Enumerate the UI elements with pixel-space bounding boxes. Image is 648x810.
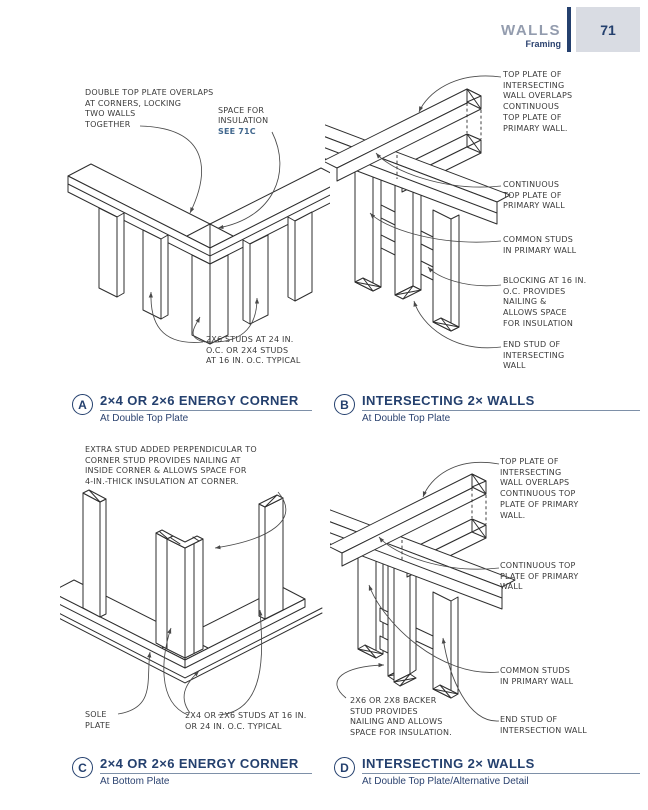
annotation-blocking: BLOCKING AT 16 IN. O.C. PROVIDES NAILING… xyxy=(503,276,587,328)
corner-studs xyxy=(98,207,313,345)
annotation-end-stud: END STUD OF INTERSECTING WALL xyxy=(503,340,565,371)
intersecting-walls-top-plate-diagram xyxy=(325,75,511,349)
energy-corner-bottom-plate-diagram xyxy=(60,489,323,716)
page-number-box: 71 xyxy=(576,7,640,52)
leader-lines xyxy=(139,125,281,343)
detail-letter-badge: A xyxy=(72,394,93,415)
panel-b: TOP PLATE OF INTERSECTING WALL OVERLAPS … xyxy=(325,55,648,395)
page-header: WALLS Framing 71 xyxy=(501,7,640,52)
intersecting-wall-cap-plate xyxy=(325,88,482,182)
panel-c: EXTRA STUD ADDED PERPENDICULAR TO CORNER… xyxy=(60,440,330,750)
annotation-double-top-plate: DOUBLE TOP PLATE OVERLAPS AT CORNERS, LO… xyxy=(85,88,214,130)
annotation-sole-plate: SOLE PLATE xyxy=(85,710,111,730)
detail-subtitle-text: At Double Top Plate xyxy=(362,413,451,424)
header-divider-bar xyxy=(567,7,571,52)
annotation-backer-stud: 2X6 OR 2X8 BACKER STUD PROVIDES NAILING … xyxy=(350,696,452,738)
panel-d: TOP PLATE OF INTERSECTING WALL OVERLAPS … xyxy=(330,440,648,750)
leader-lines xyxy=(117,491,287,716)
annotation-top-plate-overlap: TOP PLATE OF INTERSECTING WALL OVERLAPS … xyxy=(503,70,573,133)
detail-title-text: INTERSECTING 2× WALLS xyxy=(362,393,640,411)
annotation-studs-spacing: 2X6 STUDS AT 24 IN. O.C. OR 2X4 STUDS AT… xyxy=(206,335,301,366)
page-number: 71 xyxy=(600,21,616,38)
annotation-studs-spacing: 2X4 OR 2X6 STUDS AT 16 IN. OR 24 IN. O.C… xyxy=(185,711,307,731)
intersecting-walls-alternative-diagram xyxy=(330,462,516,722)
annotation-space-for-insulation: SPACE FOR INSULATION SEE 71C xyxy=(218,95,268,149)
leader-lines xyxy=(336,462,500,722)
detail-subtitle-text: At Bottom Plate xyxy=(100,776,170,787)
double-top-plates xyxy=(67,163,330,265)
header-text: WALLS Framing xyxy=(501,7,561,52)
annotation-text: SPACE FOR INSULATION xyxy=(218,105,269,126)
section-title: WALLS xyxy=(501,22,561,40)
detail-title-text: 2×4 OR 2×6 ENERGY CORNER xyxy=(100,393,312,411)
detail-letter-badge: B xyxy=(334,394,355,415)
detail-title-text: INTERSECTING 2× WALLS xyxy=(362,756,640,774)
panel-a: DOUBLE TOP PLATE OVERLAPS AT CORNERS, LO… xyxy=(60,80,330,395)
intersecting-wall-cap-plate xyxy=(330,473,487,567)
annotation-continuous-top-plate: CONTINUOUS TOP PLATE OF PRIMARY WALL xyxy=(503,180,565,211)
detail-subtitle-text: At Double Top Plate/Alternative Detail xyxy=(362,776,529,787)
studs-and-backer xyxy=(357,546,459,699)
corner-stud-assembly xyxy=(155,529,204,659)
cross-reference-see-71c: SEE 71C xyxy=(218,127,256,137)
section-subtitle: Framing xyxy=(525,39,561,50)
detail-subtitle-text: At Double Top Plate xyxy=(100,413,189,424)
annotation-end-stud: END STUD OF INTERSECTION WALL xyxy=(500,715,587,735)
energy-corner-top-plate-diagram xyxy=(67,125,330,345)
detail-letter-badge: C xyxy=(72,757,93,778)
annotation-common-studs: COMMON STUDS IN PRIMARY WALL xyxy=(500,666,574,686)
detail-c-titleblock: C 2×4 OR 2×6 ENERGY CORNER At Bottom Pla… xyxy=(72,756,312,787)
detail-d-titleblock: D INTERSECTING 2× WALLS At Double Top Pl… xyxy=(334,756,640,787)
annotation-continuous-top-plate: CONTINUOUS TOP PLATE OF PRIMARY WALL xyxy=(500,561,579,592)
leader-lines xyxy=(369,75,502,349)
detail-a-titleblock: A 2×4 OR 2×6 ENERGY CORNER At Double Top… xyxy=(72,393,312,424)
annotation-extra-stud: EXTRA STUD ADDED PERPENDICULAR TO CORNER… xyxy=(85,445,257,487)
annotation-top-plate-overlap: TOP PLATE OF INTERSECTING WALL OVERLAPS … xyxy=(500,457,579,520)
detail-letter-badge: D xyxy=(334,757,355,778)
annotation-common-studs: COMMON STUDS IN PRIMARY WALL xyxy=(503,235,577,255)
wall-studs xyxy=(82,489,284,620)
detail-b-titleblock: B INTERSECTING 2× WALLS At Double Top Pl… xyxy=(334,393,640,424)
detail-title-text: 2×4 OR 2×6 ENERGY CORNER xyxy=(100,756,312,774)
